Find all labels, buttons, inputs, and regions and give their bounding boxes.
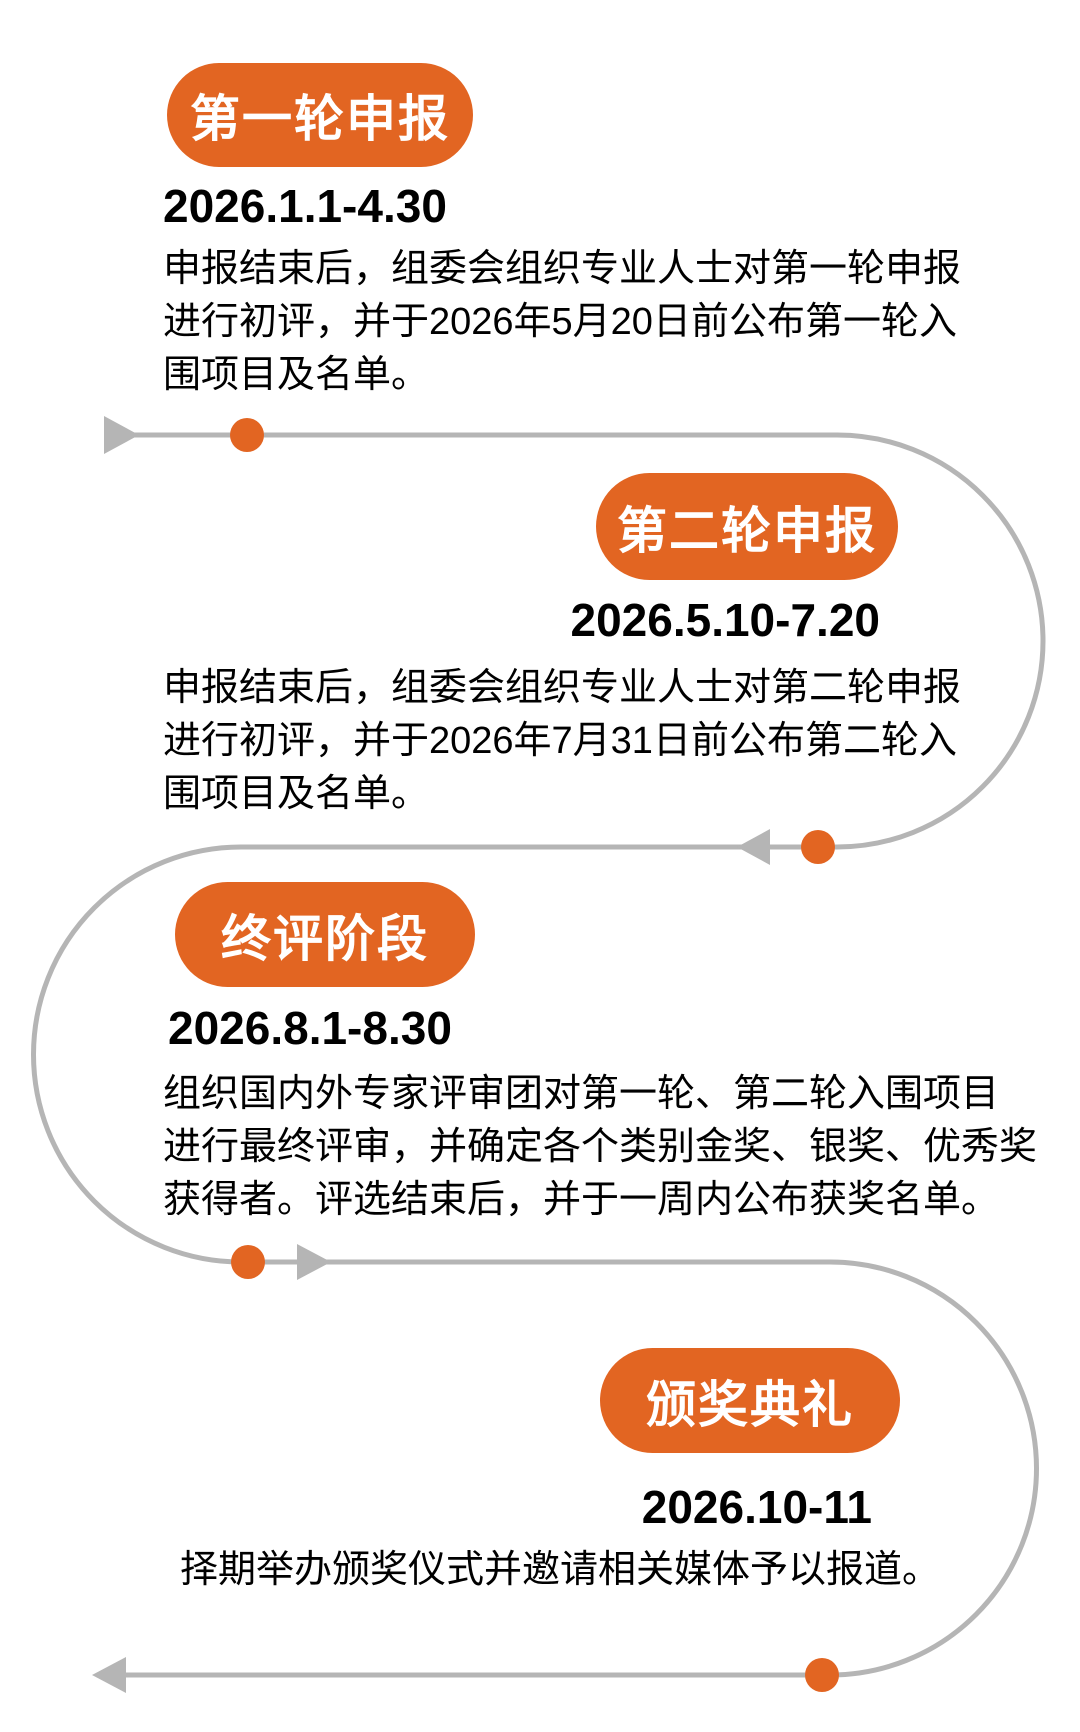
stage-dot-3 — [231, 1245, 265, 1279]
flow-arrow-right-icon — [104, 416, 139, 454]
stage-dot-2 — [801, 830, 835, 864]
flow-arrow-left-icon — [737, 829, 770, 865]
flow-arrow-right-icon — [297, 1244, 331, 1280]
flow-arrow-left-icon — [92, 1657, 126, 1693]
stage-dot-4 — [805, 1658, 839, 1692]
timeline-path — [31, 432, 1046, 1678]
stage-dot-1 — [230, 418, 264, 452]
